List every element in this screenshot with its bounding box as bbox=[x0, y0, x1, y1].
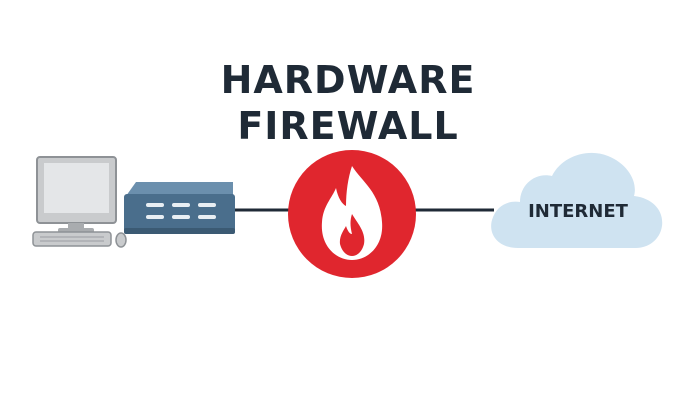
firewall-node bbox=[288, 150, 416, 278]
title-line-1: HARDWARE bbox=[220, 58, 476, 102]
desktop-computer-icon bbox=[32, 156, 127, 248]
firewall-appliance-icon bbox=[124, 182, 235, 234]
flame-icon bbox=[321, 166, 383, 260]
title-line-2: FIREWALL bbox=[237, 104, 459, 148]
internet-label: INTERNET bbox=[528, 201, 628, 222]
cloud-icon bbox=[491, 152, 663, 248]
